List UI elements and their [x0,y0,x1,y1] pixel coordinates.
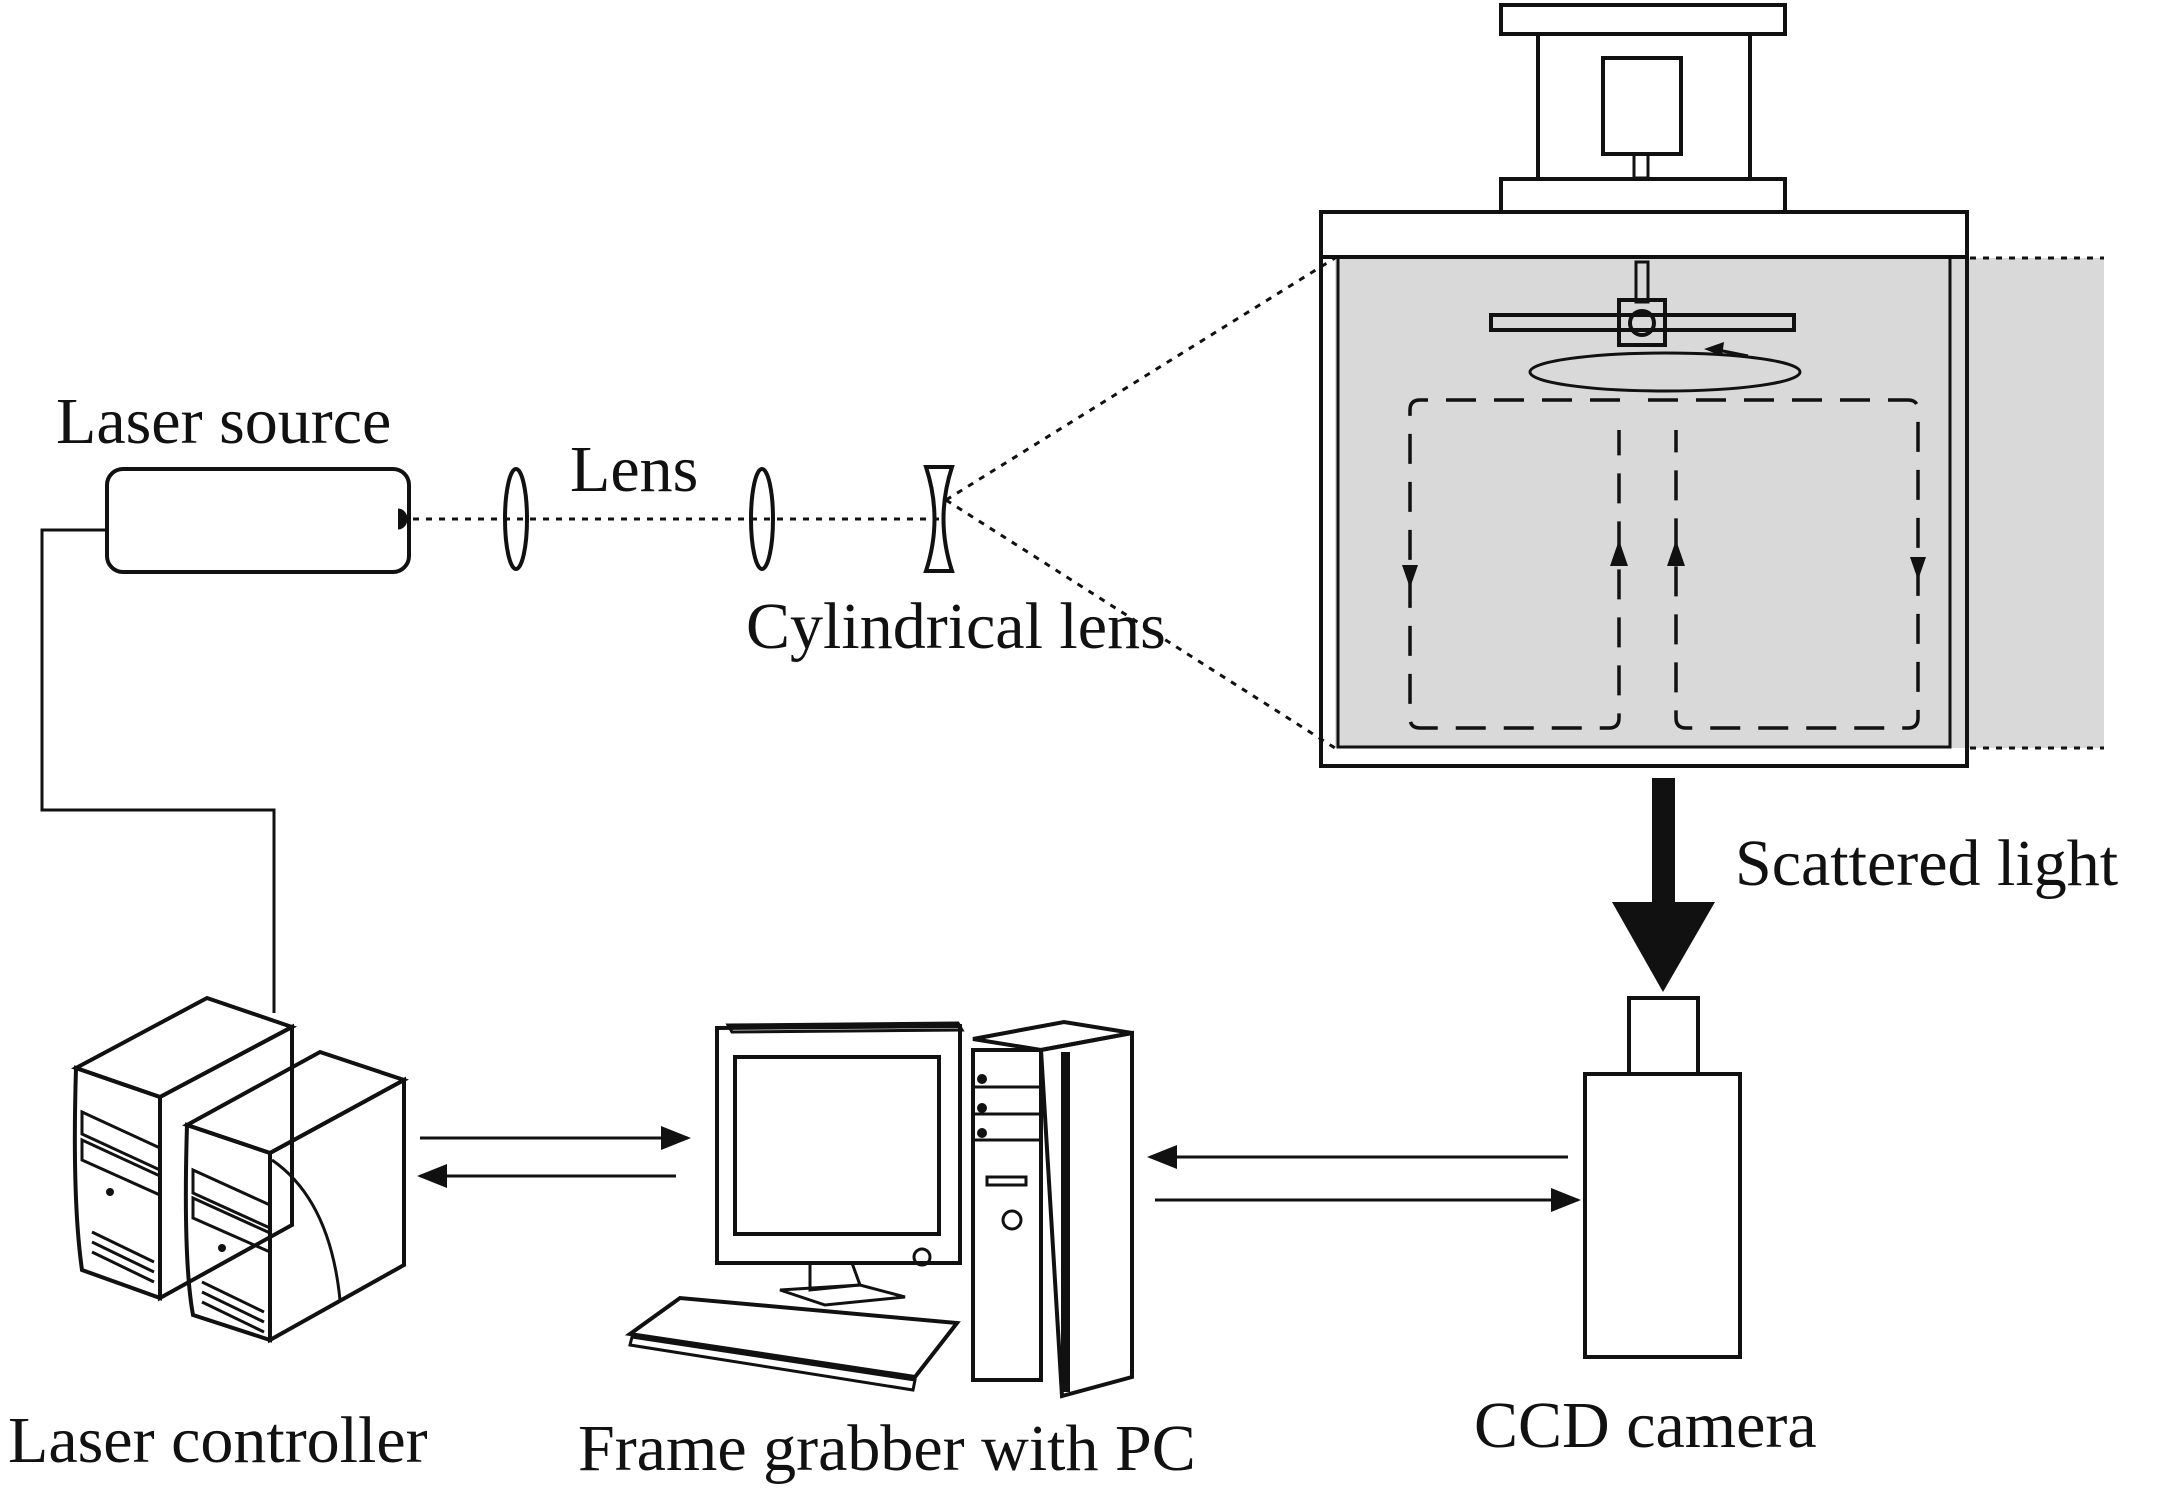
frame-grabber-label: Frame grabber with PC [578,1412,1196,1485]
ccd-camera [1583,996,1742,1359]
lens-label: Lens [570,433,698,506]
scattered-light-label: Scattered light [1735,827,2118,900]
control-cable [40,528,276,1013]
lens-1 [503,467,529,571]
laser-source-label: Laser source [56,385,391,458]
cylindrical-lens-label: Cylindrical lens [746,590,1166,663]
laser-sheet [945,256,2104,750]
pc-workstation [624,1019,1134,1399]
scattered-light-arrow [1612,778,1715,992]
laser-controller-label: Laser controller [8,1404,428,1477]
flow-tank [1319,3,1969,768]
cylindrical-lens [923,465,955,573]
lens-2 [749,467,775,571]
laser-controller [71,995,409,1344]
laser-source [105,467,411,574]
ccd-camera-label: CCD camera [1474,1389,1817,1462]
